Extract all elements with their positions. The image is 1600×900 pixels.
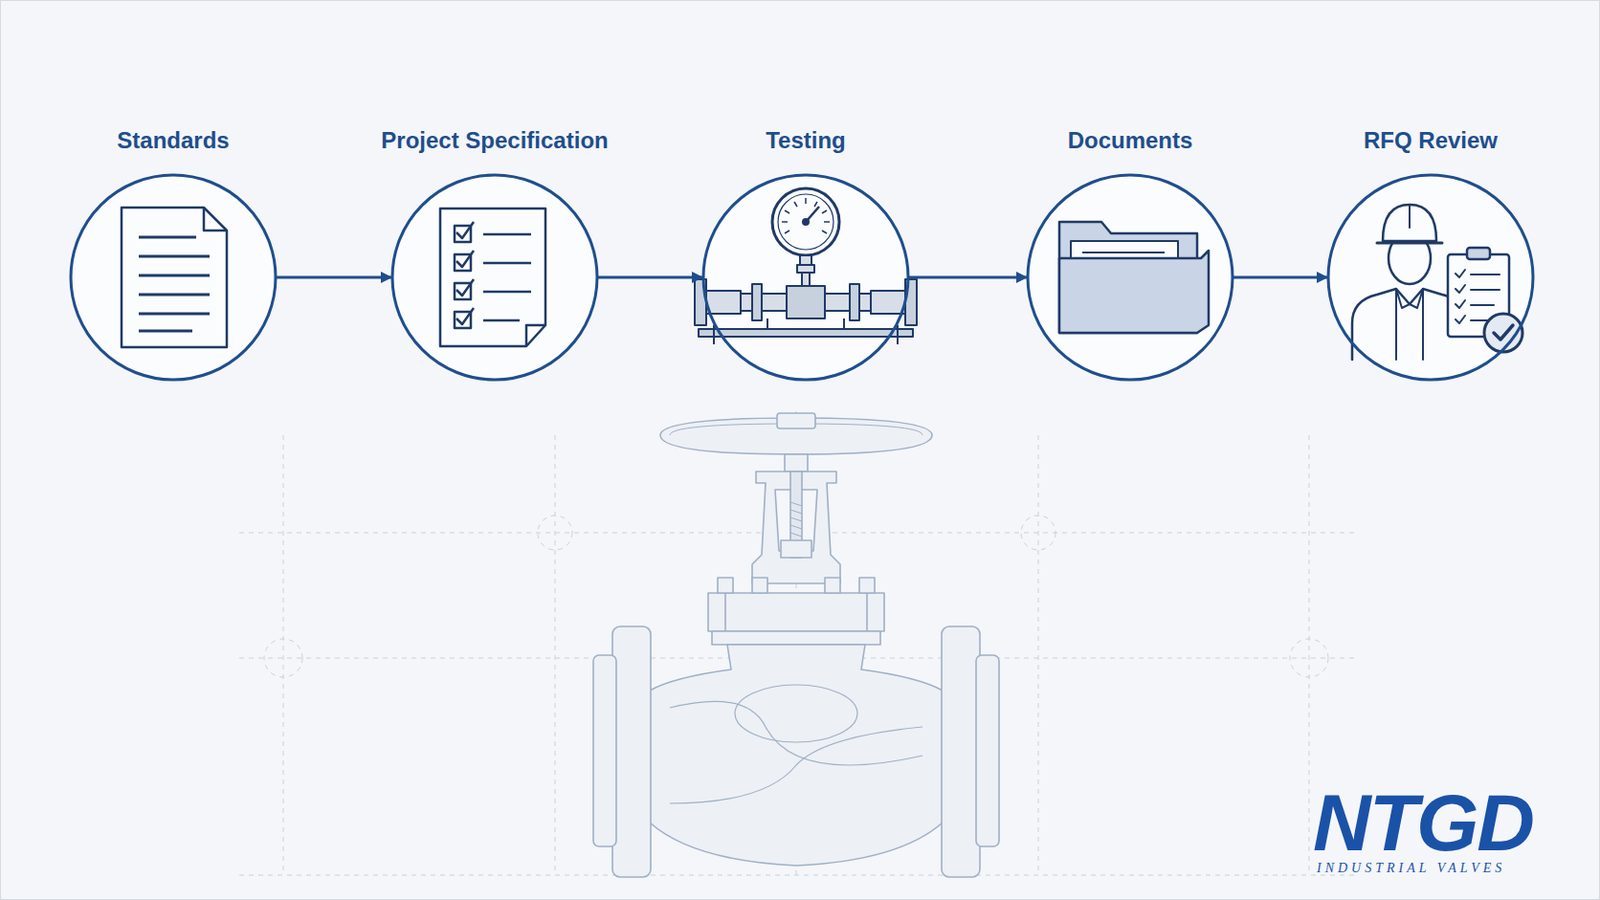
step-node: RFQ Review <box>1326 126 1535 382</box>
step-heading: RFQ Review <box>1363 126 1498 156</box>
flow-arrow <box>276 276 392 280</box>
step-node: Testing <box>701 126 911 382</box>
circle-grounds <box>71 176 1533 379</box>
step-node: Project Specification <box>371 126 618 382</box>
flow-arrow <box>1233 276 1328 280</box>
step-node: Documents <box>1025 126 1235 382</box>
step-heading: Testing <box>765 126 846 156</box>
step-circle <box>1326 173 1535 382</box>
step-heading: Documents <box>1067 126 1194 156</box>
step-node: Standards <box>68 126 278 382</box>
checklist-icon <box>440 208 546 347</box>
globe-valve-drawing <box>593 413 1000 878</box>
step-circle <box>1025 173 1235 382</box>
step-circle <box>68 173 278 382</box>
inspector-icon <box>1352 204 1523 360</box>
flow-arrow <box>909 276 1027 280</box>
document-icon <box>121 207 227 348</box>
flow-arrow <box>598 276 703 280</box>
step-heading: Standards <box>116 126 229 156</box>
step-circle <box>701 173 911 382</box>
folder-icon <box>1059 222 1209 334</box>
logo-wordmark: NTGD <box>1312 782 1534 864</box>
blueprint-grid <box>239 411 1359 881</box>
step-circle <box>390 173 600 382</box>
step-heading: Project Specification <box>380 126 608 156</box>
logo-tagline: INDUSTRIAL VALVES <box>1316 861 1506 877</box>
